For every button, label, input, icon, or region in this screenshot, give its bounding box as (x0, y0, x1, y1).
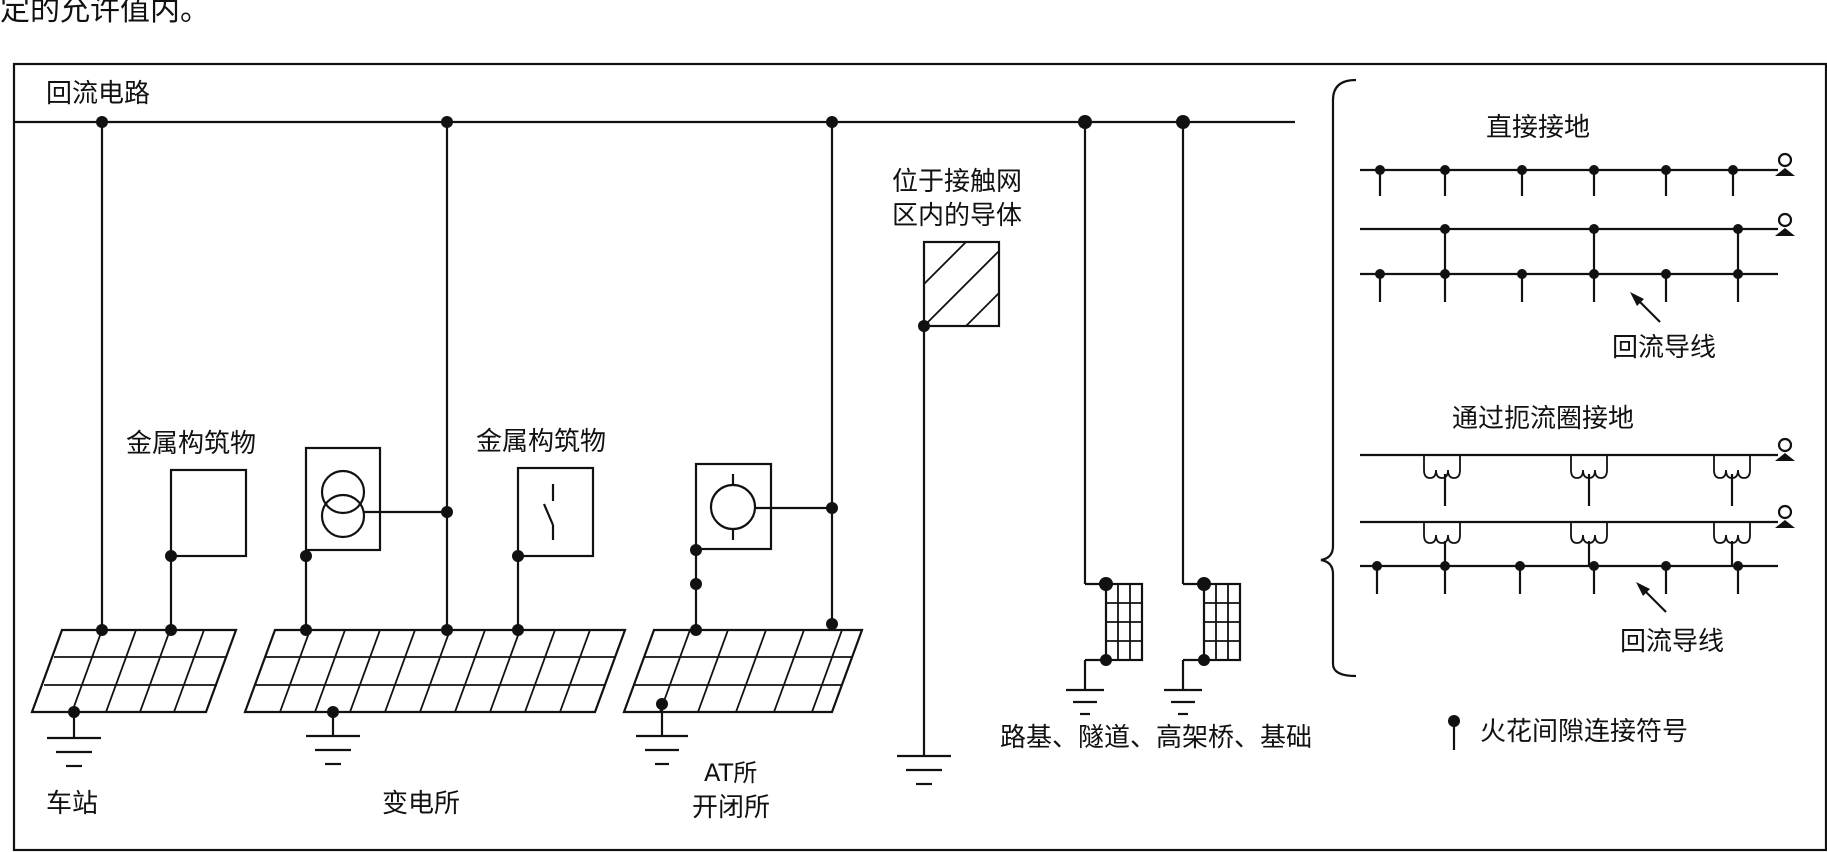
at-post-label-line2: 开闭所 (692, 793, 771, 823)
direct-grounding-legend (1360, 152, 1795, 323)
foundation-ground-symbol-1 (1066, 688, 1104, 716)
spark-gap-symbol-icon (1448, 715, 1460, 750)
substation-ground-symbol (306, 712, 360, 766)
choke-coil-grounding-legend (1360, 437, 1795, 613)
metal-structure-label-2: 金属构筑物 (476, 427, 607, 457)
spark-gap-legend-label: 火花间隙连接符号 (1480, 717, 1689, 747)
conductor-label-line2: 区内的导体 (892, 201, 1023, 231)
conductor-label-line1: 位于接触网 (892, 167, 1023, 197)
catenary-zone-hatch (923, 241, 1000, 327)
substation-label: 变电所 (382, 789, 461, 819)
autotransformer-symbol (709, 483, 757, 531)
transformer-winding-2 (320, 493, 366, 539)
station-ground-grid (30, 628, 238, 714)
foundation-ground-symbol-2 (1164, 688, 1202, 716)
foundation-grid-2 (1181, 582, 1242, 690)
direct-grounding-title: 直接接地 (1486, 113, 1591, 143)
foundation-grid-1 (1083, 582, 1144, 690)
station-label: 车站 (46, 789, 99, 819)
substation-ground-grid (243, 628, 627, 714)
return-wire-label-2: 回流导线 (1620, 627, 1725, 657)
station-ground-symbol (47, 712, 101, 768)
at-post-label-line1: AT所 (704, 759, 758, 787)
catenary-zone-conductor-box (922, 240, 1001, 328)
disconnect-switch-symbol (542, 484, 555, 540)
metal-structure-label-1: 金属构筑物 (126, 429, 257, 459)
substation-metal-structure (516, 466, 595, 558)
transformer-box (304, 446, 382, 552)
return-wire-label-1: 回流导线 (1612, 333, 1717, 363)
diagram-frame (12, 62, 1827, 852)
at-post-ground-grid (622, 628, 864, 714)
transformer-winding-1 (320, 469, 366, 515)
at-autotransformer-box (694, 462, 773, 551)
at-post-ground-symbol (636, 704, 688, 766)
station-metal-structure (169, 468, 248, 558)
return-circuit-label: 回流电路 (46, 79, 151, 109)
choke-coil-grounding-title: 通过扼流圈接地 (1452, 404, 1635, 434)
foundations-label: 路基、隧道、高架桥、基础 (1000, 723, 1313, 753)
page-caption: 定的允许值内。 (0, 0, 210, 28)
legend-brace (1320, 78, 1357, 678)
conductor-ground-symbol (897, 754, 951, 786)
